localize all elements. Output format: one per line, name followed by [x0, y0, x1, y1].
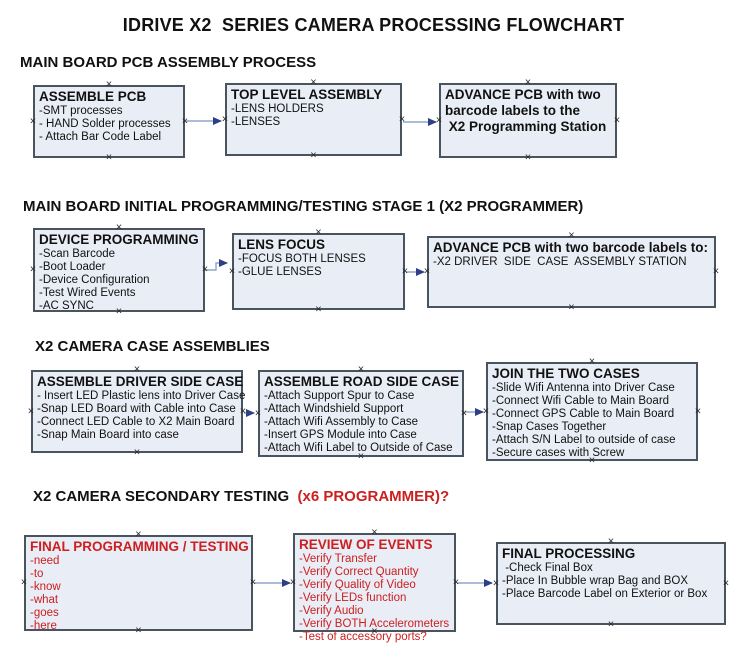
flow-box-advance-pcb-to-programming-station: ADVANCE PCB with two barcode labels to t…	[439, 83, 617, 158]
flow-box-assemble-pcb: ASSEMBLE PCB -SMT processes- HAND Solder…	[33, 85, 185, 158]
section-heading-case-assemblies: X2 CAMERA CASE ASSEMBLIES	[35, 338, 270, 355]
box-item: - HAND Solder processes	[39, 118, 171, 130]
box-items: -FOCUS BOTH LENSES-GLUE LENSES	[238, 253, 399, 279]
flow-box-review-of-events: REVIEW OF EVENTS -Verify Transfer-Verify…	[293, 533, 456, 643]
box-item: -Connect LED Cable to X2 Main Board	[37, 416, 235, 428]
box-item: -Verify Audio	[299, 605, 364, 617]
box-item: -X2 DRIVER SIDE CASE ASSEMBLY STATION	[433, 256, 687, 268]
flow-box-assemble-road-side-case: ASSEMBLE ROAD SIDE CASE -Attach Support …	[258, 370, 464, 457]
box-title: LENS FOCUS	[238, 237, 326, 252]
box-item: -Place Barcode Label on Exterior or Box	[502, 588, 708, 600]
box-item: -Snap Cases Together	[492, 421, 607, 433]
box-item: -goes	[30, 607, 59, 619]
box-item: -LENS HOLDERS	[231, 103, 324, 115]
box-item: -Test of accessory ports?	[299, 631, 427, 643]
flow-box-device-programming: DEVICE PROGRAMMING -Scan Barcode-Boot Lo…	[33, 228, 205, 312]
box-title: ASSEMBLE DRIVER SIDE CASE	[37, 374, 244, 389]
box-items: -Attach Support Spur to Case-Attach Wind…	[264, 390, 458, 455]
box-items: -SMT processes- HAND Solder processes- A…	[39, 105, 179, 144]
flow-box-final-processing: FINAL PROCESSING -Check Final Box-Place …	[496, 542, 726, 625]
box-item: - Insert LED Plastic lens into Driver Ca…	[37, 390, 246, 402]
box-item: -Connect Wifi Cable to Main Board	[492, 395, 670, 407]
box-item: -LENSES	[231, 116, 281, 128]
flow-arrow	[205, 259, 228, 271]
box-title: FINAL PROGRAMMING / TESTING	[30, 539, 249, 554]
box-items: -need-to-know-what-goes-here	[30, 555, 247, 633]
flow-box-assemble-driver-side-case: ASSEMBLE DRIVER SIDE CASE - Insert LED P…	[31, 370, 246, 453]
page-title: IDRIVE X2 SERIES CAMERA PROCESSING FLOWC…	[122, 15, 625, 35]
box-item: -Connect GPS Cable to Main Board	[492, 408, 675, 420]
box-items: -Slide Wifi Antenna into Driver Case-Con…	[492, 382, 692, 460]
box-item: -Attach S/N Label to outside of case	[492, 434, 676, 446]
box-item: -Secure cases with Screw	[492, 447, 625, 459]
flow-box-advance-pcb-to-driver-side-station: ADVANCE PCB with two barcode labels to: …	[427, 236, 716, 308]
box-item: -Verify Correct Quantity	[299, 566, 419, 578]
box-item: -Verify BOTH Accelerometers	[299, 618, 450, 630]
box-items: - Insert LED Plastic lens into Driver Ca…	[37, 390, 246, 442]
box-items: -Verify Transfer-Verify Correct Quantity…	[299, 553, 450, 644]
box-item: -SMT processes	[39, 105, 123, 117]
box-item: -Snap LED Board with Cable into Case	[37, 403, 236, 415]
box-item: -Slide Wifi Antenna into Driver Case	[492, 382, 675, 394]
flow-box-top-level-assembly: TOP LEVEL ASSEMBLY -LENS HOLDERS-LENSES	[225, 83, 402, 156]
box-item: -Attach Wifi Label to Outside of Case	[264, 442, 453, 454]
box-item: - Attach Bar Code Label	[39, 131, 162, 143]
box-item: -Check Final Box	[502, 562, 593, 574]
box-title: REVIEW OF EVENTS	[299, 537, 433, 552]
flow-box-lens-focus: LENS FOCUS -FOCUS BOTH LENSES-GLUE LENSE…	[232, 233, 405, 310]
box-item: -Place In Bubble wrap Bag and BOX	[502, 575, 689, 587]
box-item: -Scan Barcode	[39, 248, 116, 260]
section-heading-text: X2 CAMERA SECONDARY TESTING	[33, 488, 294, 505]
section-heading-secondary-testing: X2 CAMERA SECONDARY TESTING (x6 PROGRAMM…	[33, 488, 449, 505]
flow-box-final-programming-testing: FINAL PROGRAMMING / TESTING -need-to-kno…	[24, 535, 253, 633]
section-heading-red-text: (x6 PROGRAMMER)?	[293, 488, 450, 505]
box-item: -AC SYNC	[39, 300, 94, 312]
box-item: -Attach Wifi Assembly to Case	[264, 416, 419, 428]
box-item: -Boot Loader	[39, 261, 106, 273]
box-title: JOIN THE TWO CASES	[492, 366, 640, 381]
box-item: -Attach Windshield Support	[264, 403, 404, 415]
box-title: ADVANCE PCB with two barcode labels to t…	[445, 87, 607, 134]
box-item: -Insert GPS Module into Case	[264, 429, 417, 441]
box-item: -need	[30, 555, 60, 567]
box-item: -Attach Support Spur to Case	[264, 390, 415, 402]
box-title: FINAL PROCESSING	[502, 546, 636, 561]
box-items: -Check Final Box-Place In Bubble wrap Ba…	[502, 562, 720, 601]
box-title: ASSEMBLE PCB	[39, 89, 147, 104]
box-item: -FOCUS BOTH LENSES	[238, 253, 366, 265]
box-title: TOP LEVEL ASSEMBLY	[231, 87, 383, 102]
box-item: -GLUE LENSES	[238, 266, 322, 278]
box-item: -what	[30, 594, 59, 606]
box-title: ADVANCE PCB with two barcode labels to:	[433, 240, 709, 255]
flow-box-join-the-two-cases: JOIN THE TWO CASES -Slide Wifi Antenna i…	[486, 362, 698, 461]
box-item: -Test Wired Events	[39, 287, 136, 299]
section-heading-initial-programming: MAIN BOARD INITIAL PROGRAMMING/TESTING S…	[23, 198, 584, 215]
box-title: ASSEMBLE ROAD SIDE CASE	[264, 374, 460, 389]
box-items: -LENS HOLDERS-LENSES	[231, 103, 396, 129]
box-title: DEVICE PROGRAMMING	[39, 232, 199, 247]
box-item: -Verify Quality of Video	[299, 579, 416, 591]
box-item: -Snap Main Board into case	[37, 429, 179, 441]
box-item: -know	[30, 581, 61, 593]
box-items: -Scan Barcode-Boot Loader-Device Configu…	[39, 248, 199, 313]
box-item: -to	[30, 568, 44, 580]
box-items: -X2 DRIVER SIDE CASE ASSEMBLY STATION	[433, 256, 710, 269]
section-heading-pcb-assembly: MAIN BOARD PCB ASSEMBLY PROCESS	[20, 54, 317, 71]
box-item: -Device Configuration	[39, 274, 150, 286]
box-item: -Verify LEDs function	[299, 592, 407, 604]
box-item: -Verify Transfer	[299, 553, 377, 565]
box-item: -here	[30, 620, 57, 632]
